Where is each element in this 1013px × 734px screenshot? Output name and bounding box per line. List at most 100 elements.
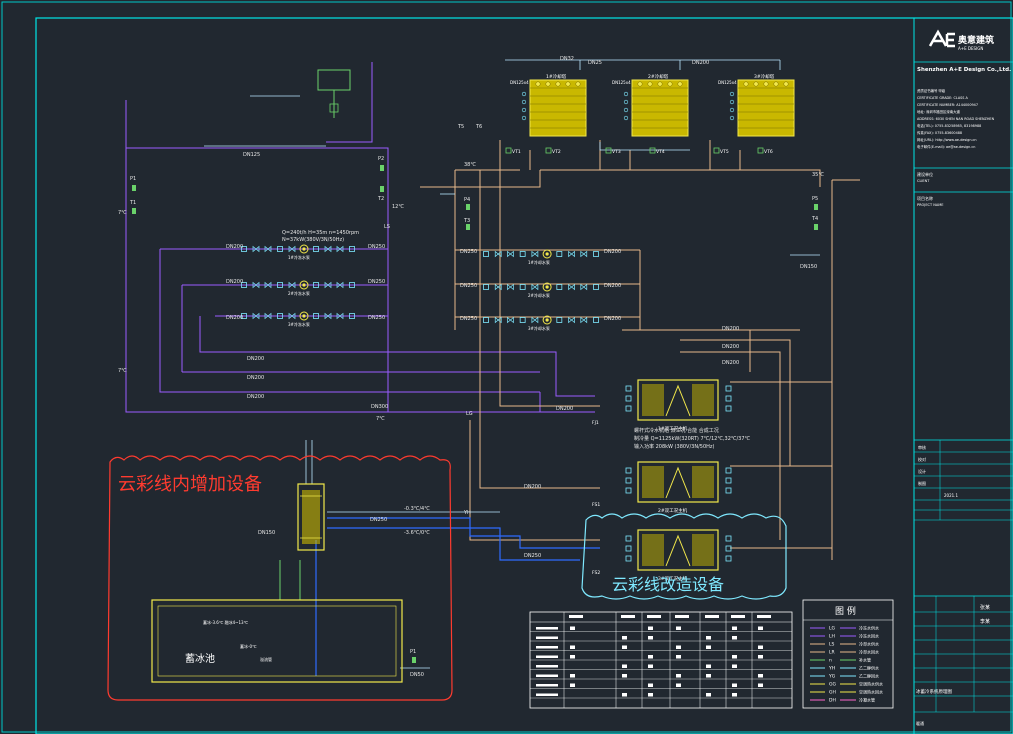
- pipe-label: DN300: [371, 404, 388, 410]
- sensor-label: T5: [457, 124, 464, 130]
- red-cloud-outline: [107, 455, 453, 701]
- pipe-label: DN200: [226, 315, 243, 321]
- pipe-label: DN200: [247, 375, 264, 381]
- legend-code: YG: [828, 674, 836, 680]
- control-valve: VT4: [649, 147, 665, 155]
- pipe-labels: DN32 DN25 DN200 DN125 DN200 DN200 DN200 …: [118, 56, 824, 678]
- equipment-table: [529, 611, 793, 709]
- control-valve: VT1: [505, 147, 521, 155]
- valve-label: VT2: [552, 149, 561, 155]
- signature-1: 张某: [980, 604, 990, 611]
- tower-name: 1#冷却塔: [546, 73, 567, 80]
- project-label-en: PROJECT NAME: [917, 203, 943, 207]
- pump-row: 3#冷冻水泵: [241, 311, 355, 327]
- pump-name: 1#冷冻水泵: [288, 254, 310, 260]
- legend-desc: 冷凝水管: [859, 697, 875, 703]
- pipe-label: DN200: [722, 360, 739, 366]
- sensor-markers: [132, 165, 818, 663]
- ice-note: 蓄冰-3.6℃ 融冰4~13℃: [203, 619, 249, 625]
- company-name-cn: 奥意建筑: [957, 34, 994, 46]
- info-line: 地址: 深圳市福田区深南大道: [917, 109, 961, 114]
- pump-spec-2: N=37kW(380V/3N/50Hz): [282, 237, 344, 243]
- pump-name: 1#冷却水泵: [528, 259, 550, 265]
- pump-row: 2#冷却水泵: [483, 282, 599, 298]
- drawing-no: 暖通: [916, 720, 924, 726]
- legend-code: n: [829, 659, 832, 664]
- valve-label: VT3: [612, 149, 621, 155]
- sensor-label: P1: [410, 649, 416, 655]
- cooling-pump-rows: 1#冷却水泵 2#冷却水泵 3#冷却水泵: [483, 249, 599, 331]
- sensor-label: T6: [475, 124, 482, 130]
- pipe-label: DN125: [243, 152, 260, 158]
- pipe-label: DN200: [692, 60, 709, 66]
- cyan-cloud-outline: [581, 513, 787, 600]
- pump-row: 1#冷却水泵: [483, 249, 599, 265]
- pipe-label: DN150: [258, 530, 275, 536]
- pipe-label: 7℃: [118, 368, 127, 374]
- pipe-label: DN32: [560, 56, 574, 62]
- pump-row: 2#冷冻水泵: [241, 280, 355, 296]
- info-line: 资质证书编号 甲级: [917, 88, 946, 93]
- control-valve: VT5: [713, 147, 729, 155]
- sensor-label: T3: [463, 218, 470, 224]
- ice-pool-outer: [151, 599, 403, 683]
- pipe-label: 38℃: [464, 162, 476, 168]
- valve-label: VT1: [512, 149, 521, 155]
- client-label-en: CLIENT: [917, 179, 930, 183]
- pipe-label: DN25: [588, 60, 602, 66]
- fs-label: FS2: [592, 570, 600, 576]
- pipe-label: DN250: [370, 517, 387, 523]
- sensor-label: P2: [378, 156, 384, 162]
- control-valve: VT2: [545, 147, 561, 155]
- pipe-label: DN250: [368, 244, 385, 250]
- pipe-label: DN200: [226, 279, 243, 285]
- pipe-label: -0.3℃/4℃: [404, 506, 430, 512]
- legend-desc: 冷却水回水: [859, 649, 879, 655]
- pump-spec-1: Q=240t/h H=35m n=1450rpm: [282, 230, 359, 236]
- tower-name: 3#冷却塔: [754, 73, 775, 80]
- pipe-label: DN200: [524, 484, 541, 490]
- info-line: CERTIFICATE NUMBER: A144000947: [917, 103, 978, 107]
- info-line: 电话(TEL): 0755-83258985, 83198988: [917, 123, 981, 128]
- pump-name: 3#冷却水泵: [528, 325, 550, 331]
- tower-size: DN125x4: [612, 80, 631, 85]
- valve-label: VT4: [656, 149, 665, 155]
- legend-code: GH: [829, 690, 836, 696]
- info-line: 网址(URL): http://www.ae-design.cn: [917, 137, 977, 142]
- pipe-label: DN200: [226, 244, 243, 250]
- row-label: 审核: [918, 444, 926, 450]
- pipe-label: 12℃: [392, 204, 404, 210]
- chiller-spec-2: 制冷量 Q=1125kW(320RT) 7℃/12℃,32℃/37℃: [634, 435, 751, 442]
- legend-box: 图 例: [802, 599, 894, 709]
- pipe-label: DN200: [247, 394, 264, 400]
- pipe-label: DN200: [722, 326, 739, 332]
- legend-code: LH: [829, 634, 835, 640]
- fs-label: FJ1: [592, 420, 599, 426]
- chiller-spec-3: 输入功率 208kW (380V/3N/50Hz): [634, 443, 715, 450]
- sensor-label: T2: [377, 196, 384, 202]
- fs-label: FS1: [592, 502, 600, 508]
- drawing-title: 冰蓄冷系统原理图: [916, 688, 952, 695]
- pipe-label: LG: [466, 411, 473, 417]
- pipe-label: DN200: [722, 344, 739, 350]
- pipe-label: YH: [463, 510, 471, 516]
- title-block: [913, 18, 1013, 734]
- row-label: 校对: [918, 456, 926, 462]
- light-pipes: [204, 59, 820, 669]
- pipe-label: DN200: [604, 316, 621, 322]
- pump-name: 2#冷却水泵: [528, 292, 550, 298]
- pump-name: 3#冷冻水泵: [288, 321, 310, 327]
